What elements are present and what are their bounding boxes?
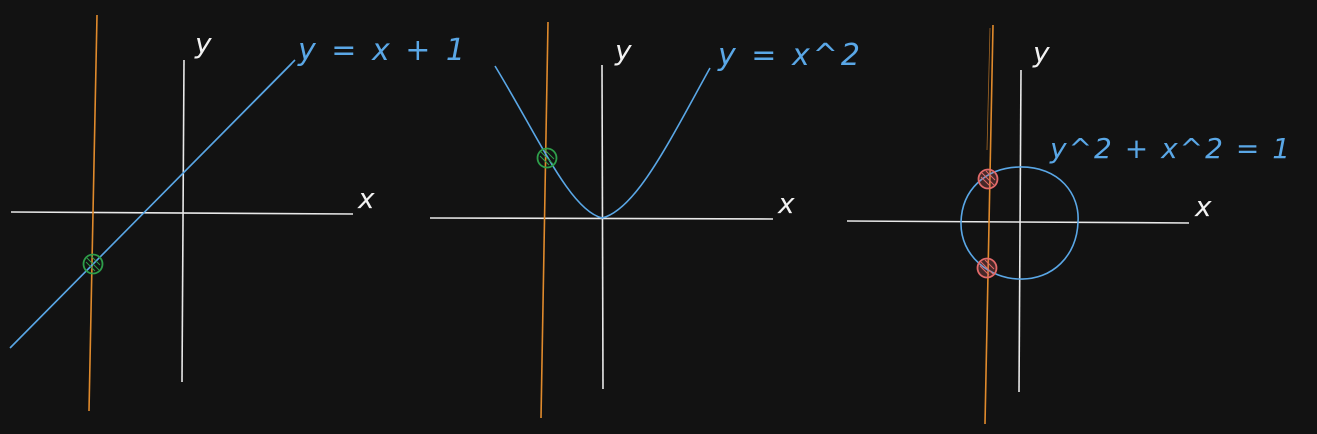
equation-label: y^2 + x^2 = 1 <box>1049 132 1292 165</box>
y-axis-label: y <box>194 27 212 60</box>
x-axis-label: x <box>777 187 795 220</box>
parabola-curve <box>494 65 711 219</box>
circle-curve <box>960 166 1079 280</box>
panel-circle: y x y^2 + x^2 = 1 <box>846 24 1292 425</box>
intersection-marker-top <box>977 168 999 190</box>
y-axis-label: y <box>1032 36 1050 69</box>
x-axis-label: x <box>1194 190 1212 223</box>
line-curve-stroke-2 <box>12 63 293 346</box>
vertical-test-line <box>540 21 549 419</box>
panel-linear: y x y = x + 1 <box>9 14 468 412</box>
equation-label: y = x + 1 <box>297 33 468 68</box>
intersection-marker <box>536 147 558 169</box>
y-axis-label: y <box>614 34 632 67</box>
vertical-test-line-stroke-2 <box>986 27 991 151</box>
y-axis <box>181 59 185 383</box>
equation-label: y = x^2 <box>717 38 863 73</box>
y-axis <box>601 64 604 390</box>
y-axis <box>1018 69 1022 393</box>
vertical-test-line <box>984 24 994 425</box>
intersection-marker <box>82 253 104 275</box>
intersection-marker-bottom <box>976 257 998 279</box>
x-axis-label: x <box>357 182 375 215</box>
x-axis <box>10 211 354 215</box>
panel-parabola: y x y = x^2 <box>429 21 863 419</box>
x-axis <box>846 220 1190 224</box>
vertical-test-line <box>88 14 98 412</box>
